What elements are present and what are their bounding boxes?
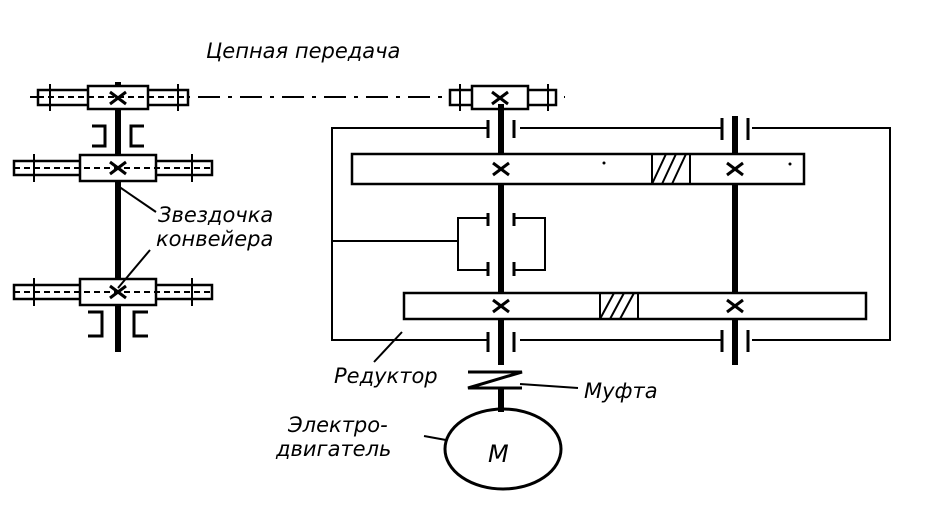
driven-sprocket <box>36 84 190 111</box>
chain-drive-label: Цепная передача <box>206 39 400 63</box>
drive-sprocket <box>448 84 558 111</box>
conveyor-sprocket-label-line1: Звездочка <box>158 203 273 227</box>
coupling-symbol <box>467 370 579 412</box>
reducer-housing <box>331 104 891 365</box>
motor-label-line2: двигатель <box>275 437 391 461</box>
conveyor-sprocket-label-line2: конвейера <box>156 227 273 251</box>
upper-gear-pair <box>350 152 806 186</box>
reducer-label: Редуктор <box>334 364 438 388</box>
motor-symbol: M <box>488 440 509 468</box>
lower-gear-pair <box>402 291 868 321</box>
coupling-label: Муфта <box>584 379 658 403</box>
conveyor-sprocket <box>12 277 214 307</box>
intermediate-support <box>332 213 546 276</box>
electric-motor <box>423 407 563 491</box>
motor-label-line1: Электро- <box>287 413 388 437</box>
middle-sprocket <box>12 153 214 183</box>
upper-bearing <box>92 124 144 148</box>
lower-bearing <box>88 310 148 338</box>
conveyor-shaft-assembly <box>12 82 214 352</box>
